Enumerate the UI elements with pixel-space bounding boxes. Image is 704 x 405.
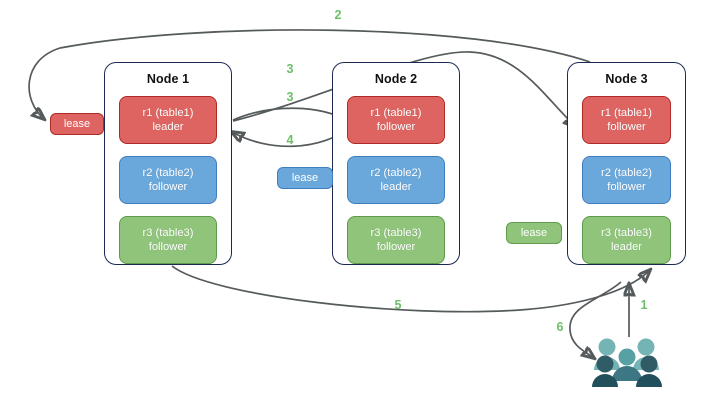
replica-r2-node3[interactable]: r2 (table2) follower [582,156,671,204]
lease-chip-r2[interactable]: lease [277,167,333,189]
replica-role: follower [148,181,188,193]
replica-name: r1 (table1) [601,107,652,119]
node-title-2: Node 2 [374,72,418,86]
node-title-1: Node 1 [146,72,190,86]
replica-r2-node2[interactable]: r2 (table2) leader [347,156,445,204]
replica-role: follower [148,241,188,253]
node-container-2: Node 2 r1 (table1) follower r2 (table2) … [332,62,460,265]
replica-name: r3 (table3) [601,227,652,239]
replica-name: r2 (table2) [142,167,194,179]
replica-name: r1 (table1) [142,107,194,119]
replica-r3-node3[interactable]: r3 (table3) leader [582,216,671,264]
replica-list-1: r1 (table1) leader r2 (table2) follower … [119,96,217,276]
replica-name: r2 (table2) [601,167,652,179]
node-title-3: Node 3 [605,72,648,86]
lease-chip-r1[interactable]: lease [50,113,104,135]
step-label-4: 4 [286,133,294,147]
lease-chip-r3[interactable]: lease [506,222,562,244]
replica-list-2: r1 (table1) follower r2 (table2) leader … [347,96,445,276]
replica-r3-node1[interactable]: r3 (table3) follower [119,216,217,264]
replica-r2-node1[interactable]: r2 (table2) follower [119,156,217,204]
replica-r3-node2[interactable]: r3 (table3) follower [347,216,445,264]
replica-role: follower [607,181,646,193]
step-label-3a: 3 [286,62,294,76]
arrow-step-2 [29,29,591,119]
replica-list-3: r1 (table1) follower r2 (table2) followe… [582,96,671,276]
replica-role: leader [152,121,184,133]
step-label-2: 2 [334,8,342,22]
arrow-step-5 [171,265,650,313]
replica-r1-node1[interactable]: r1 (table1) leader [119,96,217,144]
replica-role: follower [376,121,416,133]
replica-name: r3 (table3) [370,227,422,239]
replica-role: leader [380,181,412,193]
replica-role: leader [610,241,643,253]
replica-role: follower [607,121,646,133]
replica-r1-node2[interactable]: r1 (table1) follower [347,96,445,144]
replica-name: r3 (table3) [142,227,194,239]
node-container-1: Node 1 r1 (table1) leader r2 (table2) fo… [104,62,232,265]
replica-role: follower [376,241,416,253]
node-container-3: Node 3 r1 (table1) follower r2 (table2) … [567,62,686,265]
replica-r1-node3[interactable]: r1 (table1) follower [582,96,671,144]
step-label-5: 5 [394,298,402,312]
step-label-6: 6 [556,320,564,334]
replica-name: r2 (table2) [370,167,422,179]
arrow-step-3a-diag [232,51,576,127]
arrow-step-6 [569,281,622,358]
step-label-1: 1 [640,298,648,312]
step-label-3b: 3 [286,90,294,104]
replica-name: r1 (table1) [370,107,422,119]
